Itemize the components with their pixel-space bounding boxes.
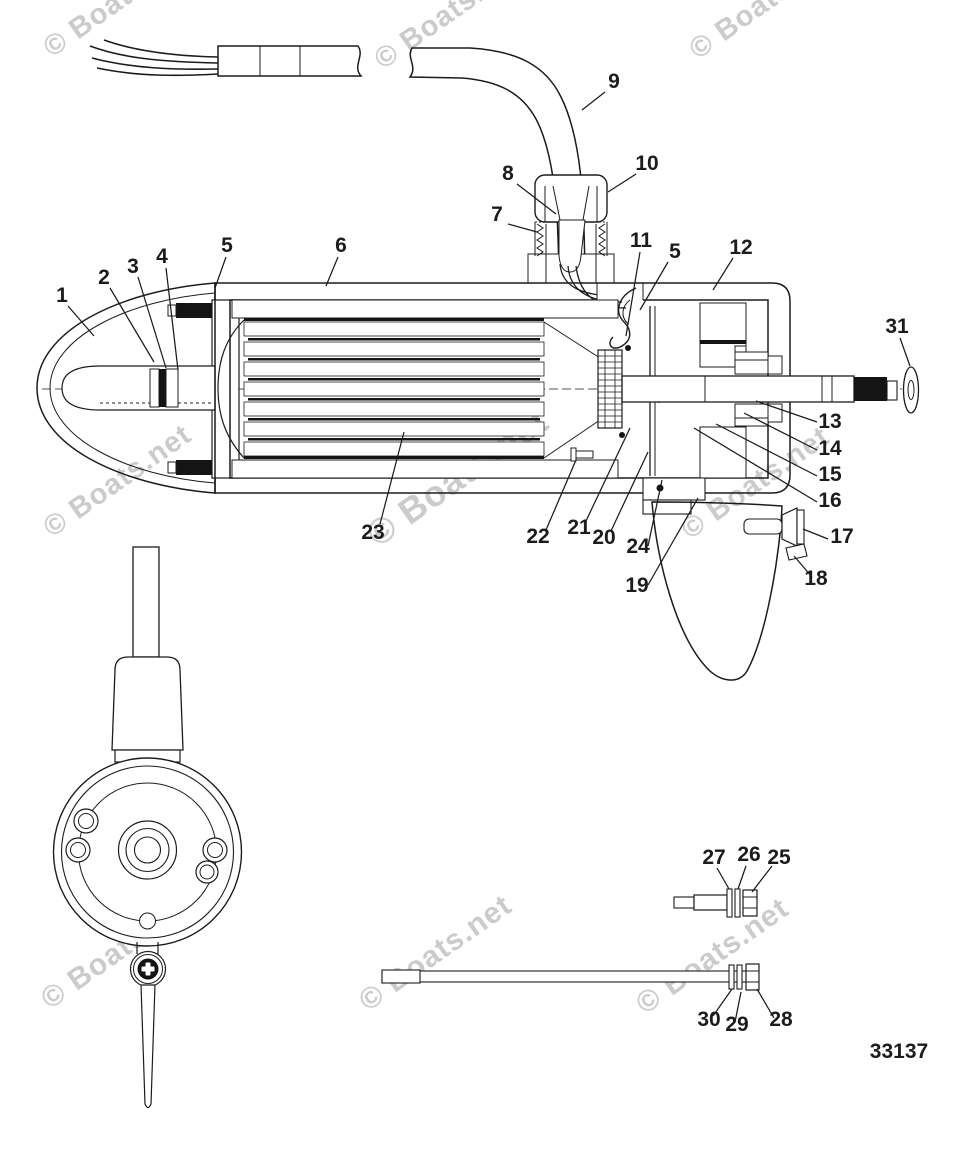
callout-1: 1 bbox=[56, 284, 68, 307]
drawing-number: 33137 bbox=[870, 1040, 928, 1063]
washer-29 bbox=[736, 964, 743, 990]
shaft-tube bbox=[132, 546, 160, 658]
callout-28: 28 bbox=[769, 1008, 793, 1031]
brush-holder-lower bbox=[699, 426, 747, 479]
hardware-rod-long bbox=[381, 963, 760, 991]
callout-24: 24 bbox=[626, 535, 650, 558]
callout-5b: 5 bbox=[669, 240, 681, 263]
washer-30 bbox=[728, 964, 735, 990]
bolt-17-head bbox=[781, 507, 798, 547]
nut-28 bbox=[745, 963, 760, 991]
callout-11: 11 bbox=[630, 229, 653, 252]
skeg-bolt bbox=[743, 507, 808, 561]
callout-30: 30 bbox=[697, 1008, 720, 1031]
front-bearing bbox=[149, 368, 160, 408]
watermark-text: © Boats.net bbox=[684, 0, 844, 66]
shaft-threads bbox=[854, 377, 887, 401]
callout-26: 26 bbox=[737, 843, 760, 866]
callout-4: 4 bbox=[156, 245, 168, 268]
pivot-screw bbox=[129, 950, 167, 988]
washer-26 bbox=[734, 888, 741, 918]
front-view bbox=[52, 546, 243, 1109]
callout-25: 25 bbox=[767, 846, 791, 869]
callout-5a: 5 bbox=[221, 234, 233, 257]
callout-31: 31 bbox=[885, 315, 909, 338]
prop-shaft bbox=[621, 375, 898, 403]
bolt-17-threads bbox=[743, 518, 783, 535]
collar bbox=[111, 656, 184, 751]
leader-lines bbox=[67, 91, 911, 1023]
stator-sleeve-top bbox=[231, 299, 619, 319]
armature-windings bbox=[217, 318, 601, 459]
callout-14: 14 bbox=[818, 437, 842, 460]
motor-housing bbox=[214, 282, 791, 494]
callout-29: 29 bbox=[725, 1013, 748, 1036]
callout-9: 9 bbox=[608, 70, 620, 93]
upper-seal bbox=[176, 303, 212, 318]
terminal-screw bbox=[570, 447, 594, 462]
rear-bearing-stack bbox=[734, 351, 783, 427]
watermark-text: © Boats.net bbox=[38, 419, 198, 544]
callout-22: 22 bbox=[526, 525, 549, 548]
callouts: 1 2 3 4 5 6 7 8 9 10 11 5 12 13 14 15 16… bbox=[56, 70, 909, 1036]
callout-20: 20 bbox=[592, 526, 615, 549]
callout-2: 2 bbox=[98, 266, 110, 289]
nose-cone bbox=[36, 282, 240, 494]
thrust-washer bbox=[902, 366, 920, 414]
lower-seal bbox=[176, 460, 212, 475]
callout-27: 27 bbox=[702, 846, 725, 869]
callout-23: 23 bbox=[361, 521, 384, 544]
cable-sleeve bbox=[217, 45, 363, 77]
callout-3: 3 bbox=[127, 255, 139, 278]
callout-17: 17 bbox=[830, 525, 853, 548]
stator-sleeve-bottom bbox=[231, 459, 619, 479]
washer-18 bbox=[785, 543, 808, 561]
callout-6: 6 bbox=[335, 234, 347, 257]
hardware-bolt-small bbox=[673, 888, 758, 918]
callout-16: 16 bbox=[818, 489, 841, 512]
callout-15: 15 bbox=[818, 463, 842, 486]
center-hub bbox=[117, 820, 178, 880]
end-bell bbox=[211, 299, 240, 479]
callout-18: 18 bbox=[804, 567, 828, 590]
callout-12: 12 bbox=[729, 236, 752, 259]
callout-8: 8 bbox=[502, 162, 514, 185]
nut-25 bbox=[742, 889, 758, 917]
watermark-text: © Boats.net bbox=[353, 889, 518, 1018]
callout-10: 10 bbox=[635, 152, 658, 175]
commutator bbox=[597, 349, 623, 429]
grommet-cap bbox=[534, 174, 608, 223]
callout-21: 21 bbox=[567, 516, 591, 539]
watermark-text: © Boats.net bbox=[630, 892, 795, 1021]
steering-blade bbox=[140, 984, 156, 1109]
washer-27 bbox=[726, 888, 733, 918]
callout-13: 13 bbox=[818, 410, 841, 433]
bushings bbox=[65, 808, 228, 884]
skeg-fin bbox=[651, 501, 783, 681]
cable-seal bbox=[558, 219, 586, 273]
callout-7: 7 bbox=[491, 203, 503, 226]
callout-19: 19 bbox=[625, 574, 648, 597]
